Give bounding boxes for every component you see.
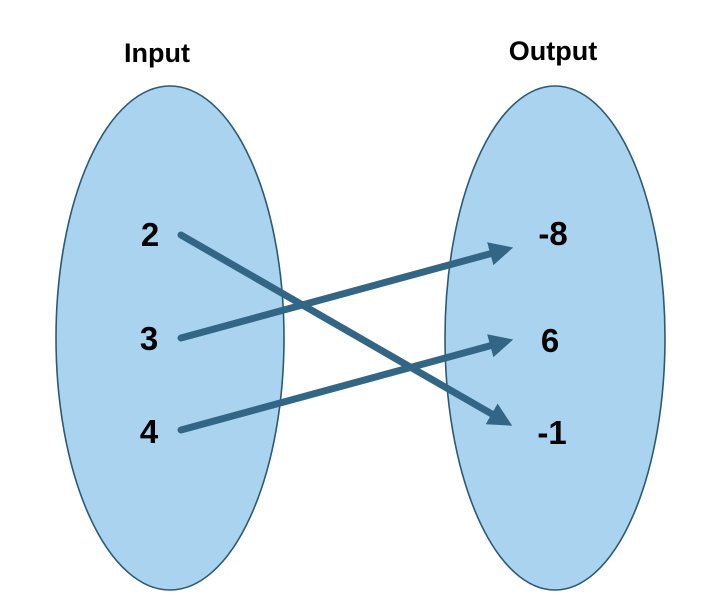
output-node-neg8: -8 xyxy=(538,215,567,252)
output-node-neg1: -1 xyxy=(537,414,566,451)
mapping-arrow-4-to-6 xyxy=(177,334,514,434)
output-nodes: -8 6 -1 xyxy=(537,215,567,451)
input-node-4: 4 xyxy=(140,413,159,450)
mapping-arrows-group xyxy=(177,231,514,434)
input-node-3: 3 xyxy=(140,320,158,357)
output-node-6: 6 xyxy=(541,322,559,359)
input-set-label: Input xyxy=(124,38,190,68)
output-set-ellipse xyxy=(444,85,666,591)
input-node-2: 2 xyxy=(141,216,159,253)
mapping-arrow-2-to--1 xyxy=(177,231,513,426)
output-set-label: Output xyxy=(509,36,597,66)
mapping-arrow-3-to--8 xyxy=(177,242,514,342)
input-nodes: 2 3 4 xyxy=(140,216,159,450)
input-set-ellipse xyxy=(55,85,285,591)
